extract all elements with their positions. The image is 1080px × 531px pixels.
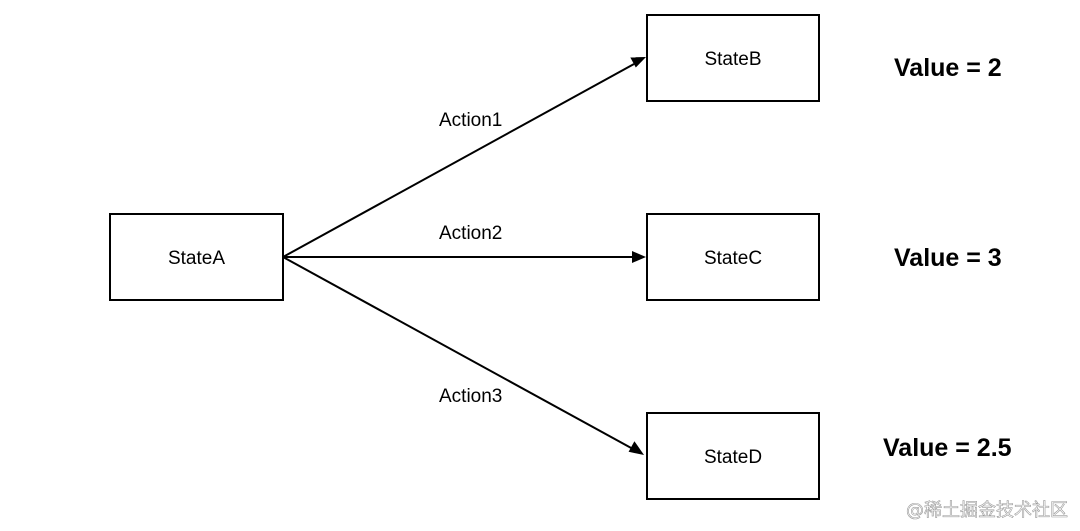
node-state-d-label: StateD	[704, 447, 762, 468]
watermark-text: @稀土掘金技术社区	[906, 500, 1068, 521]
node-state-c-label: StateC	[704, 248, 762, 269]
edge-action3-arrowhead	[628, 441, 644, 455]
value-state-b: Value = 2	[894, 54, 1002, 82]
node-state-b-label: StateB	[704, 49, 761, 70]
node-state-d-box	[646, 412, 820, 500]
edge-action2-arrowhead	[632, 251, 646, 263]
value-state-c: Value = 3	[894, 244, 1002, 272]
edge-action3-label: Action3	[439, 386, 502, 407]
edge-action3-line	[282, 256, 634, 450]
edge-action1	[282, 57, 646, 258]
edge-action1-line	[282, 63, 635, 258]
edge-action2-label: Action2	[439, 223, 502, 244]
node-state-b: StateB	[646, 14, 820, 102]
node-state-a-label: StateA	[168, 248, 225, 269]
edge-action3	[282, 256, 644, 455]
node-state-c-box	[646, 213, 820, 301]
node-state-b-box	[646, 14, 820, 102]
node-state-a-box	[109, 213, 284, 301]
node-state-d: StateD	[646, 412, 820, 500]
value-state-d: Value = 2.5	[883, 434, 1012, 462]
edge-action1-arrowhead	[630, 57, 646, 68]
node-state-a: StateA	[109, 213, 284, 301]
edge-action1-label: Action1	[439, 110, 502, 131]
node-state-c: StateC	[646, 213, 820, 301]
edge-action2	[283, 251, 646, 263]
